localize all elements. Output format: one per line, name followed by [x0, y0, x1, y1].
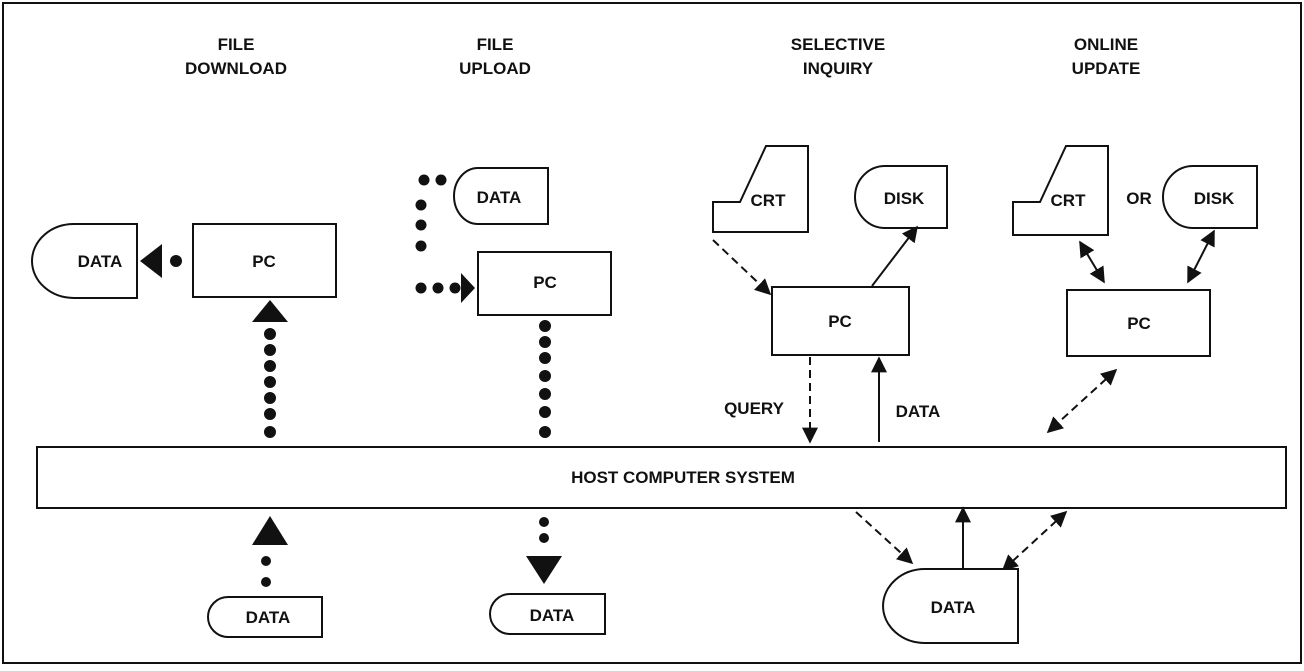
disk-label: DISK	[1194, 189, 1235, 208]
update-disk-store: DISK	[1162, 165, 1258, 229]
update-disk-pc-arrow	[1187, 229, 1215, 284]
disk-label: DISK	[884, 189, 925, 208]
upload-arrow-right	[461, 273, 475, 303]
download-dotted-line-upper	[264, 328, 276, 438]
heading-line1: SELECTIVE	[791, 35, 885, 54]
download-lower-dot	[261, 577, 271, 587]
download-pc-box: PC	[192, 223, 337, 298]
host-label: HOST COMPUTER SYSTEM	[571, 468, 795, 487]
inquiry-pc-box: PC	[771, 286, 910, 356]
pc-label: PC	[828, 312, 852, 331]
update-pc-box: PC	[1066, 289, 1211, 357]
download-lower-data-store: DATA	[207, 596, 323, 638]
upload-lower-arrow-down	[526, 556, 562, 584]
download-data-store: DATA	[31, 223, 138, 299]
host-data-store: DATA	[882, 568, 1019, 644]
upload-dotted-path	[415, 174, 461, 294]
heading-line1: FILE	[218, 35, 255, 54]
inquiry-crt-to-pc-arrow	[712, 239, 772, 296]
upload-lower-data-store: DATA	[489, 593, 606, 635]
pc-label: PC	[1127, 314, 1151, 333]
download-arrow-up	[252, 300, 288, 322]
heading-line2: INQUIRY	[803, 59, 874, 78]
data-store-label: DATA	[530, 606, 575, 625]
inquiry-disk-store: DISK	[854, 165, 948, 229]
heading-online-update: ONLINE UPDATE	[1072, 35, 1141, 78]
heading-line1: FILE	[477, 35, 514, 54]
upload-lower-dot	[539, 517, 549, 527]
crt-label: CRT	[1051, 191, 1087, 210]
update-crt-pc-arrow	[1079, 240, 1105, 284]
data-store-label: DATA	[931, 598, 976, 617]
upload-dotted-line-upper	[539, 320, 551, 438]
data-store-label: DATA	[78, 252, 123, 271]
heading-line2: UPLOAD	[459, 59, 531, 78]
upload-lower-dot	[539, 533, 549, 543]
pc-label: PC	[252, 252, 276, 271]
data-host-update-arrow	[1001, 510, 1068, 572]
heading-line2: DOWNLOAD	[185, 59, 287, 78]
heading-line2: UPDATE	[1072, 59, 1141, 78]
update-pc-host-arrow	[1046, 368, 1118, 434]
heading-selective-inquiry: SELECTIVE INQUIRY	[791, 35, 885, 78]
pc-label: PC	[533, 273, 557, 292]
data-store-label: DATA	[246, 608, 291, 627]
data-store-label: DATA	[477, 188, 522, 207]
inquiry-crt-terminal: CRT	[712, 145, 809, 233]
data-flow-label: DATA	[896, 402, 941, 421]
heading-file-upload: FILE UPLOAD	[459, 35, 531, 78]
update-crt-terminal: CRT	[1012, 145, 1109, 236]
inquiry-pc-to-disk-arrow	[871, 225, 918, 287]
heading-line1: ONLINE	[1074, 35, 1138, 54]
download-lower-dot	[261, 556, 271, 566]
host-computer-system: HOST COMPUTER SYSTEM	[36, 446, 1287, 509]
download-arrow-left	[140, 244, 162, 278]
crt-label: CRT	[751, 191, 787, 210]
query-label: QUERY	[724, 399, 784, 418]
download-dot	[170, 255, 182, 267]
upload-data-store: DATA	[453, 167, 549, 225]
upload-pc-box: PC	[477, 251, 612, 316]
or-label: OR	[1126, 189, 1152, 208]
download-lower-arrow-up	[252, 516, 288, 545]
host-to-data-dashed-arrow	[855, 511, 914, 565]
heading-file-download: FILE DOWNLOAD	[185, 35, 287, 78]
